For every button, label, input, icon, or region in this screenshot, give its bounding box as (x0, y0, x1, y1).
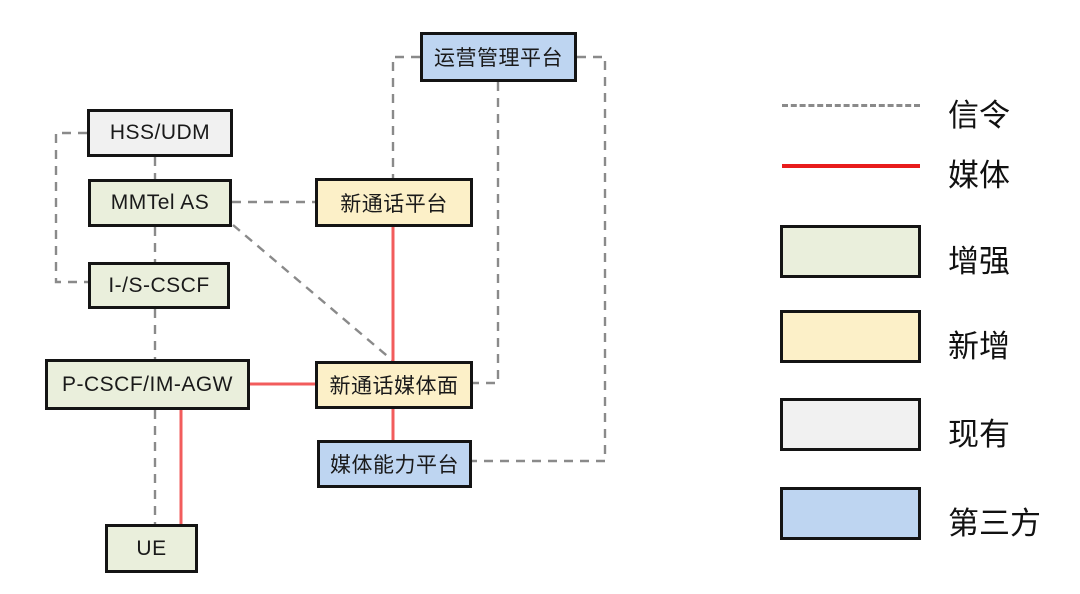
node-new-call-media-plane: 新通话媒体面 (315, 361, 473, 409)
node-ue: UE (105, 524, 198, 573)
legend-label-signaling: 信令 (948, 98, 1010, 133)
legend-existing-swatch (780, 398, 921, 451)
node-hss-udm: HSS/UDM (87, 109, 233, 157)
legend-media-red-line (782, 164, 920, 168)
node-p-cscf-im-agw: P-CSCF/IM-AGW (45, 359, 250, 410)
legend-label-third-party: 第三方 (948, 506, 1041, 541)
node-operation-mgmt-platform: 运营管理平台 (420, 32, 577, 82)
node-media-capability-platform: 媒体能力平台 (317, 440, 472, 488)
legend-label-new: 新增 (948, 329, 1010, 364)
legend-enhanced-swatch (780, 225, 921, 278)
node-new-call-platform: 新通话平台 (315, 178, 473, 227)
node-mmtel-as: MMTel AS (88, 179, 232, 227)
signaling-link-op-platform--new-call-platform (391, 55, 420, 178)
legend-new-swatch (780, 310, 921, 363)
signaling-link-hss-udm--i-s-cscf (54, 131, 88, 284)
legend-label-media: 媒体 (948, 158, 1010, 193)
signaling-link-mmtel-as--new-call-media-plane (232, 224, 393, 361)
legend-third-party-swatch (780, 487, 921, 540)
signaling-link-op-platform--new-call-media-plane (473, 82, 500, 385)
legend-signaling-dashed-line (782, 104, 920, 107)
legend-label-enhanced: 增强 (948, 244, 1010, 279)
signaling-link-op-platform--media-capability-platform (472, 55, 607, 463)
node-i-s-cscf: I-/S-CSCF (88, 262, 230, 309)
legend-label-existing: 现有 (948, 417, 1010, 452)
